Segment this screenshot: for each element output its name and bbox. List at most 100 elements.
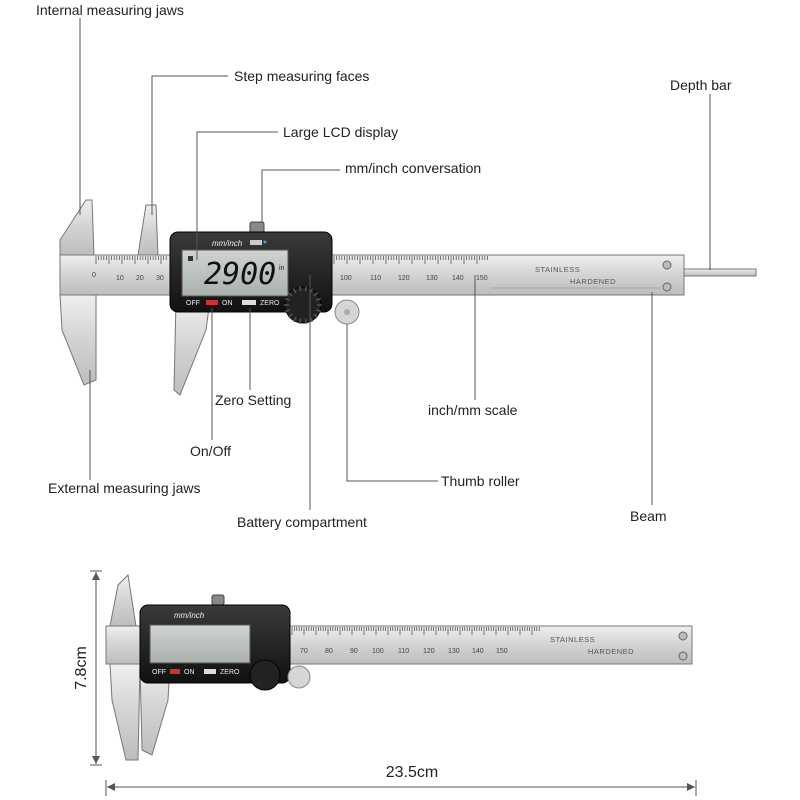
small-slider-body: mm/inch OFF ON ZERO — [139, 594, 291, 691]
wheel-tooth — [315, 309, 322, 313]
small-fine-wheel — [249, 659, 281, 691]
wheel-tooth — [287, 292, 293, 297]
wheel-tooth — [284, 309, 291, 313]
small-fixed-jaw-lower — [109, 663, 141, 761]
scale-zero-label: 0 — [92, 272, 96, 279]
label-beam: Beam — [630, 508, 667, 524]
small-scale-number: 90 — [350, 648, 358, 655]
zero-label: ZERO — [260, 300, 280, 307]
scale-number: 150 — [476, 275, 488, 282]
width-dimension-label: 23.5cm — [386, 764, 438, 781]
leader-lines — [79, 18, 711, 510]
label-internal-jaws: Internal measuring jaws — [36, 2, 184, 18]
leader-step-faces — [151, 75, 228, 215]
small-zero-label: ZERO — [220, 669, 240, 676]
scale-number: 20 — [136, 275, 144, 282]
wheel-tooth — [304, 318, 308, 324]
scale-number: 10 — [116, 275, 124, 282]
off-label: OFF — [186, 300, 200, 307]
beam-screw-top — [662, 260, 672, 270]
sliding-external-jaw — [173, 299, 211, 396]
label-mm-inch: mm/inch conversation — [345, 160, 481, 176]
label-depth-bar: Depth bar — [670, 77, 732, 93]
height-dimension-label: 7.8cm — [73, 646, 90, 690]
small-stamp-hardened: HARDENED — [588, 647, 634, 656]
small-scale-number: 140 — [472, 648, 484, 655]
depth-bar — [679, 268, 757, 277]
wheel-tooth — [287, 313, 293, 318]
small-scale-number: 130 — [448, 648, 460, 655]
label-external-jaws: External measuring jaws — [48, 480, 201, 496]
unit-button — [250, 240, 262, 245]
thumb-roller-hub — [344, 309, 350, 315]
small-beam-screw-top — [678, 631, 688, 641]
small-lcd-screen — [149, 624, 251, 664]
small-scale-number: 110 — [398, 648, 409, 655]
label-zero-setting: Zero Setting — [215, 392, 291, 408]
leader-thumb-roller — [346, 324, 438, 482]
sliding-internal-jaw — [137, 204, 159, 256]
small-caliper: 70 80 90 100 110 120 130 140 150 STAINLE… — [105, 573, 693, 761]
label-lcd-display: Large LCD display — [283, 124, 398, 140]
beam-screw-bottom — [662, 282, 672, 292]
small-stamp-stainless: STAINLESS — [550, 635, 595, 644]
label-on-off: On/Off — [190, 443, 231, 459]
slider-body: mm/inch 2900 in OFF ON ZERO — [169, 221, 333, 324]
zero-button — [242, 300, 256, 305]
leader-lcd — [196, 131, 278, 260]
small-fixed-jaw-upper — [109, 573, 137, 627]
scale-ticks-right — [333, 256, 488, 264]
fine-adjust-wheel — [284, 286, 322, 324]
stamp-stainless: STAINLESS — [535, 265, 580, 274]
leader-mm-inch — [261, 169, 340, 222]
scale-number: 100 — [340, 275, 352, 282]
small-scale-number: 120 — [423, 648, 435, 655]
lcd-reading: 2900 — [204, 257, 276, 292]
scale-number: 110 — [370, 275, 381, 282]
large-caliper: 0 10 20 30 100 110 120 130 140 150 STAIN… — [59, 199, 757, 396]
wheel-tooth — [298, 318, 302, 324]
small-unit-button-label: mm/inch — [174, 611, 205, 620]
lcd-indicator — [188, 256, 193, 261]
wheel-tooth — [304, 286, 308, 292]
label-step-faces: Step measuring faces — [234, 68, 369, 84]
wheel-tooth — [313, 313, 319, 318]
wheel-tooth — [284, 297, 291, 301]
wheel-tooth — [313, 292, 319, 297]
wheel-tooth — [315, 297, 322, 301]
scale-number: 130 — [426, 275, 438, 282]
small-scale-number: 100 — [372, 648, 384, 655]
width-dimension: 23.5cm — [105, 764, 697, 796]
label-inch-mm-scale: inch/mm scale — [428, 402, 518, 418]
unit-button-label: mm/inch — [212, 239, 243, 248]
scale-number: 120 — [398, 275, 410, 282]
fixed-external-jaw — [59, 294, 97, 386]
small-off-label: OFF — [152, 669, 166, 676]
small-thumb-knob — [211, 594, 225, 606]
label-battery: Battery compartment — [237, 514, 367, 530]
label-thumb-roller: Thumb roller — [441, 473, 520, 489]
wheel-tooth — [292, 288, 297, 294]
height-dimension: 7.8cm — [73, 570, 102, 766]
small-off-button — [170, 669, 180, 674]
lcd-unit: in — [279, 265, 285, 272]
wheel-tooth — [292, 316, 297, 322]
small-thumb-roller — [287, 665, 311, 689]
unit-button-dot — [263, 240, 267, 244]
stamp-hardened: HARDENED — [570, 277, 616, 286]
off-button — [206, 300, 218, 305]
lcd-screen — [181, 249, 289, 297]
small-on-label: ON — [184, 669, 195, 676]
small-scale-number: 80 — [325, 648, 333, 655]
small-scale-number: 150 — [496, 648, 508, 655]
wheel-tooth — [298, 286, 302, 292]
fixed-internal-jaw — [59, 199, 95, 256]
small-zero-button — [204, 669, 216, 674]
small-scale-ticks — [291, 627, 540, 635]
small-beam-screw-bottom — [678, 651, 688, 661]
on-label: ON — [222, 300, 233, 307]
scale-number: 30 — [156, 275, 164, 282]
small-scale-number: 70 — [300, 648, 308, 655]
